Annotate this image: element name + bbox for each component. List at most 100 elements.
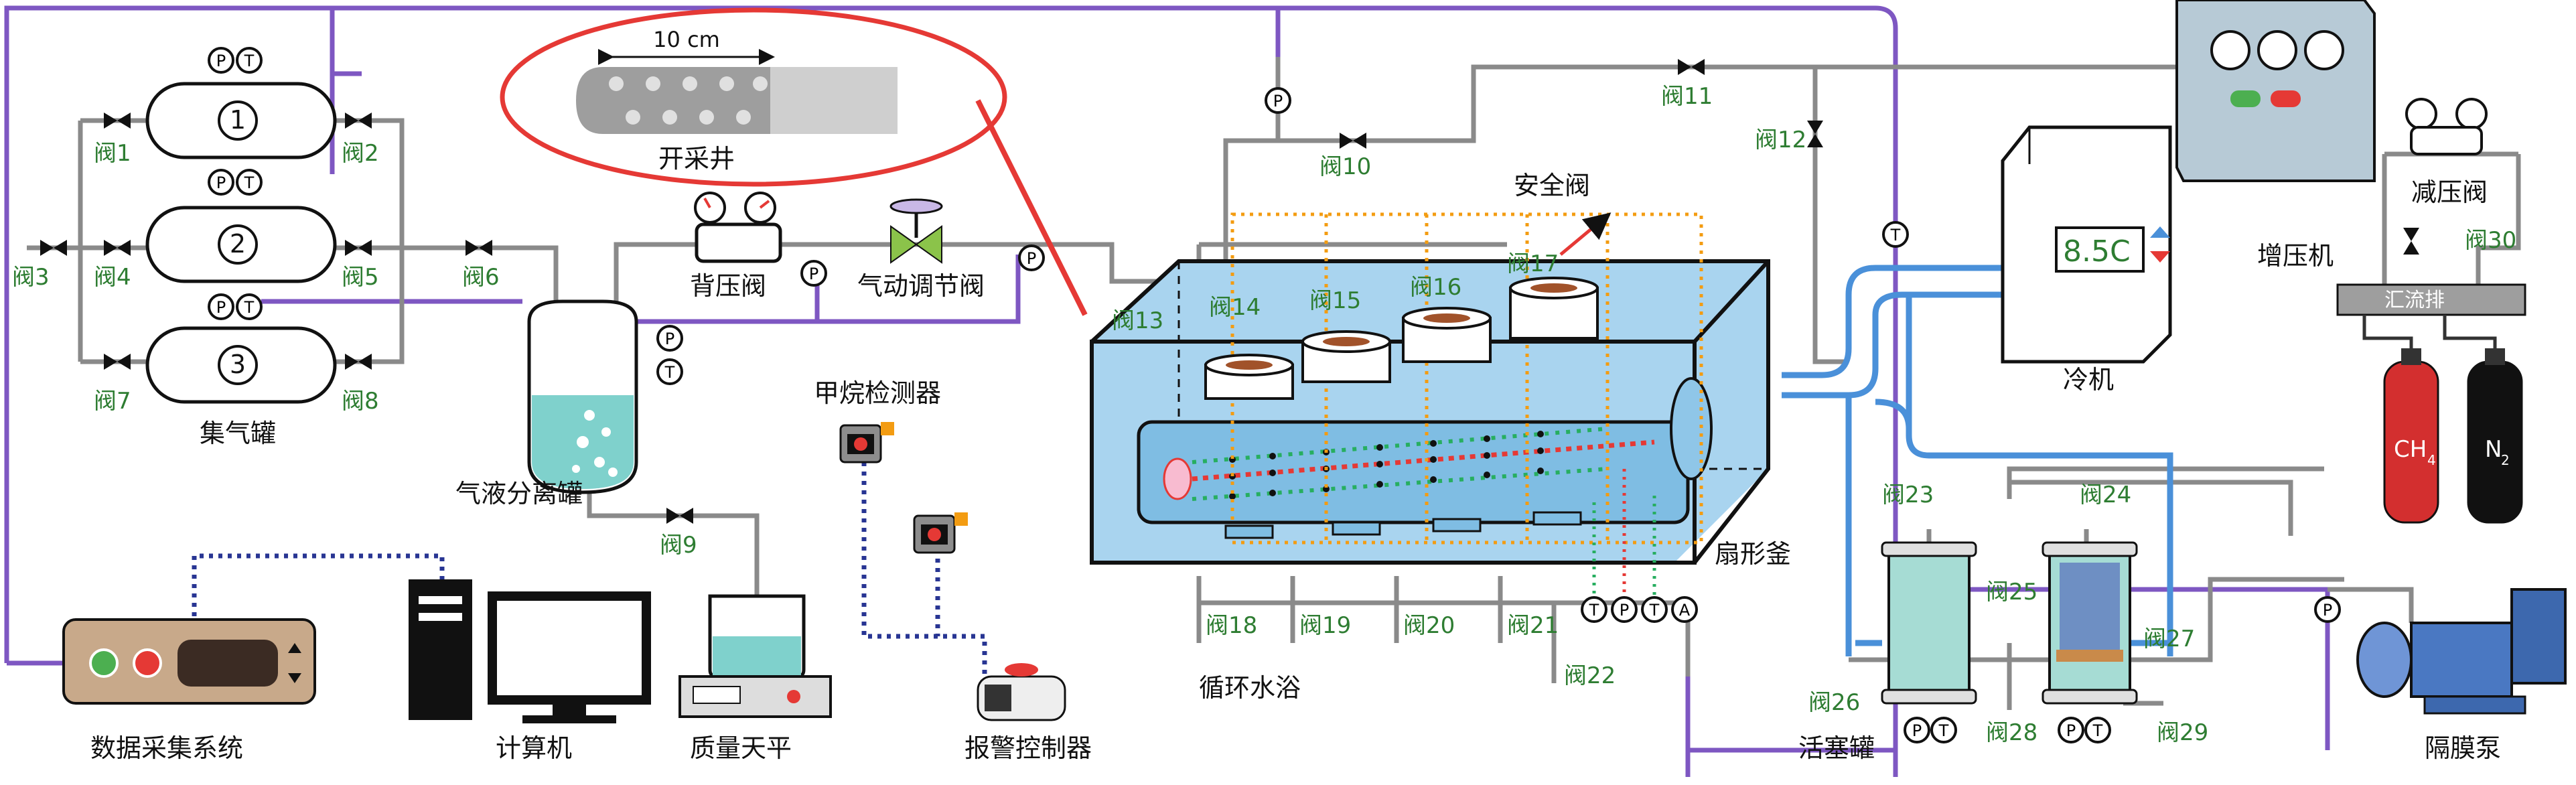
tank1-p: P (216, 52, 226, 70)
valve-1-label: 阀1 (94, 140, 131, 167)
balance-label: 质量天平 (690, 733, 792, 763)
valve-20-label: 阀20 (1403, 612, 1455, 639)
tank-1-number: 1 (230, 105, 246, 135)
piston-l-p: P (1912, 721, 1922, 740)
valve-19-label: 阀19 (1299, 612, 1351, 639)
booster-label: 增压机 (2257, 241, 2334, 271)
ch4-cylinder: CH 4 (2383, 348, 2439, 524)
pump-label: 隔膜泵 (2425, 733, 2501, 763)
kettle-lids (1204, 277, 1599, 400)
production-well-callout: 10 cm 开采井 (500, 7, 1182, 470)
chiller: 8.5C 冷机 (2001, 125, 2172, 395)
chiller-display: 8.5C (2063, 234, 2131, 269)
kettle-t2: T (1649, 601, 1660, 620)
valve-16-label: 阀16 (1410, 274, 1461, 301)
booster: 增压机 (2175, 0, 2376, 271)
p-gauge-top (1265, 87, 1291, 114)
t-gauge-chiller (1882, 221, 1909, 248)
valve-18-label: 阀18 (1206, 612, 1257, 639)
valve-27-label: 阀27 (2143, 626, 2195, 652)
methane-detector: 甲烷检测器 (814, 378, 968, 554)
valve-26-label: 阀26 (1808, 689, 1860, 716)
p-gauge-pv-text: P (1027, 249, 1036, 268)
piston-label: 活塞罐 (1798, 733, 1875, 763)
valve-12-label: 阀12 (1755, 127, 1806, 153)
tank-3-number: 3 (230, 350, 246, 379)
kettle-t1: T (1589, 601, 1599, 620)
safety-valve-label: 安全阀 (1514, 171, 1590, 200)
water-bath-kettle: 安全阀 扇形釜 循环水浴 T P T A (1090, 171, 1791, 703)
valve-13-label: 阀13 (1112, 307, 1163, 334)
tank3-p: P (216, 298, 226, 317)
piston-r-p: P (2066, 721, 2076, 740)
well-scale-label: 10 cm (653, 27, 720, 52)
kettle-gauges: T P T A (1581, 469, 1698, 623)
separator-p: P (665, 330, 674, 348)
tank-2-number: 2 (230, 229, 246, 259)
tank-gauges (208, 47, 263, 320)
chiller-label: 冷机 (2063, 365, 2114, 395)
computer: 计算机 (409, 579, 651, 763)
methane-detector-label: 甲烷检测器 (814, 378, 941, 408)
computer-label: 计算机 (496, 733, 572, 763)
valve-14-label: 阀14 (1209, 294, 1261, 321)
valve-8-label: 阀8 (342, 388, 379, 415)
separator-t: T (664, 363, 675, 382)
valve-11-label: 阀11 (1661, 83, 1713, 110)
p-gauge-bp (800, 260, 827, 287)
t-gauge-chiller-text: T (1890, 226, 1901, 244)
gas-tank-1: 1 (145, 82, 337, 159)
mass-balance: 质量天平 (678, 594, 832, 763)
valve-28-label: 阀28 (1986, 719, 2037, 746)
valve-15-label: 阀15 (1309, 287, 1361, 314)
gas-tank-3: 3 (145, 326, 337, 404)
valve-9-label: 阀9 (660, 532, 697, 559)
valve-4-label: 阀4 (94, 264, 131, 291)
p-gauge-pump-text: P (2323, 601, 2332, 620)
kettle-a: A (1679, 601, 1691, 620)
manifold-label: 汇流排 (2384, 289, 2445, 312)
valve-21-label: 阀21 (1507, 612, 1559, 639)
reducer-label: 减压阀 (2411, 177, 2488, 207)
daq-system: 数据采集系统 (62, 618, 316, 763)
n2-label: N (2485, 436, 2502, 463)
water-lines (1782, 265, 2173, 656)
daq-label: 数据采集系统 (90, 733, 243, 763)
piston-tank-right: P T (2042, 541, 2138, 743)
circulating-bath-label: 循环水浴 (1199, 673, 1301, 703)
manifold: 汇流排 (2336, 283, 2526, 355)
data-dotted-lines (192, 462, 987, 676)
gas-liquid-separator: P T 气液分离罐 (455, 299, 683, 508)
p-gauge-pump (2314, 596, 2341, 623)
separator-label: 气液分离罐 (455, 479, 583, 508)
fan-kettle-label: 扇形釜 (1715, 539, 1791, 569)
back-pressure-valve: 背压阀 (690, 192, 782, 301)
valve-7-label: 阀7 (94, 388, 131, 415)
valve-symbols (40, 59, 2419, 524)
valve-30-label: 阀30 (2465, 227, 2516, 254)
tank2-p: P (216, 173, 226, 192)
ch4-label: CH (2394, 436, 2427, 463)
ch4-sub: 4 (2427, 452, 2436, 468)
valve-29-label: 阀29 (2157, 719, 2208, 746)
gas-tank-2: 2 (145, 206, 337, 283)
tank1-t: T (244, 52, 255, 70)
pneumatic-valve: 气动调节阀 (857, 198, 985, 301)
valve-25-label: 阀25 (1986, 579, 2037, 605)
pneumatic-valve-label: 气动调节阀 (857, 271, 985, 301)
valve-6-label: 阀6 (462, 264, 500, 291)
n2-sub: 2 (2501, 452, 2510, 468)
valve-2-label: 阀2 (342, 140, 379, 167)
piston-tank-left: P T (1881, 541, 1977, 743)
tank3-t: T (244, 298, 255, 317)
piston-r-t: T (2092, 721, 2103, 740)
valve-17-label: 阀17 (1507, 251, 1559, 277)
diaphragm-pump: 隔膜泵 (2356, 588, 2567, 763)
alarm-label: 报警控制器 (964, 733, 1092, 763)
valve-23-label: 阀23 (1882, 482, 1934, 508)
p-gauge-pv (1018, 244, 1045, 271)
valve-labels: 阀1 阀2 阀3 阀4 阀5 阀6 阀7 阀8 阀9 阀10 阀11 阀12 阀… (12, 83, 2516, 746)
back-pressure-label: 背压阀 (690, 271, 766, 301)
